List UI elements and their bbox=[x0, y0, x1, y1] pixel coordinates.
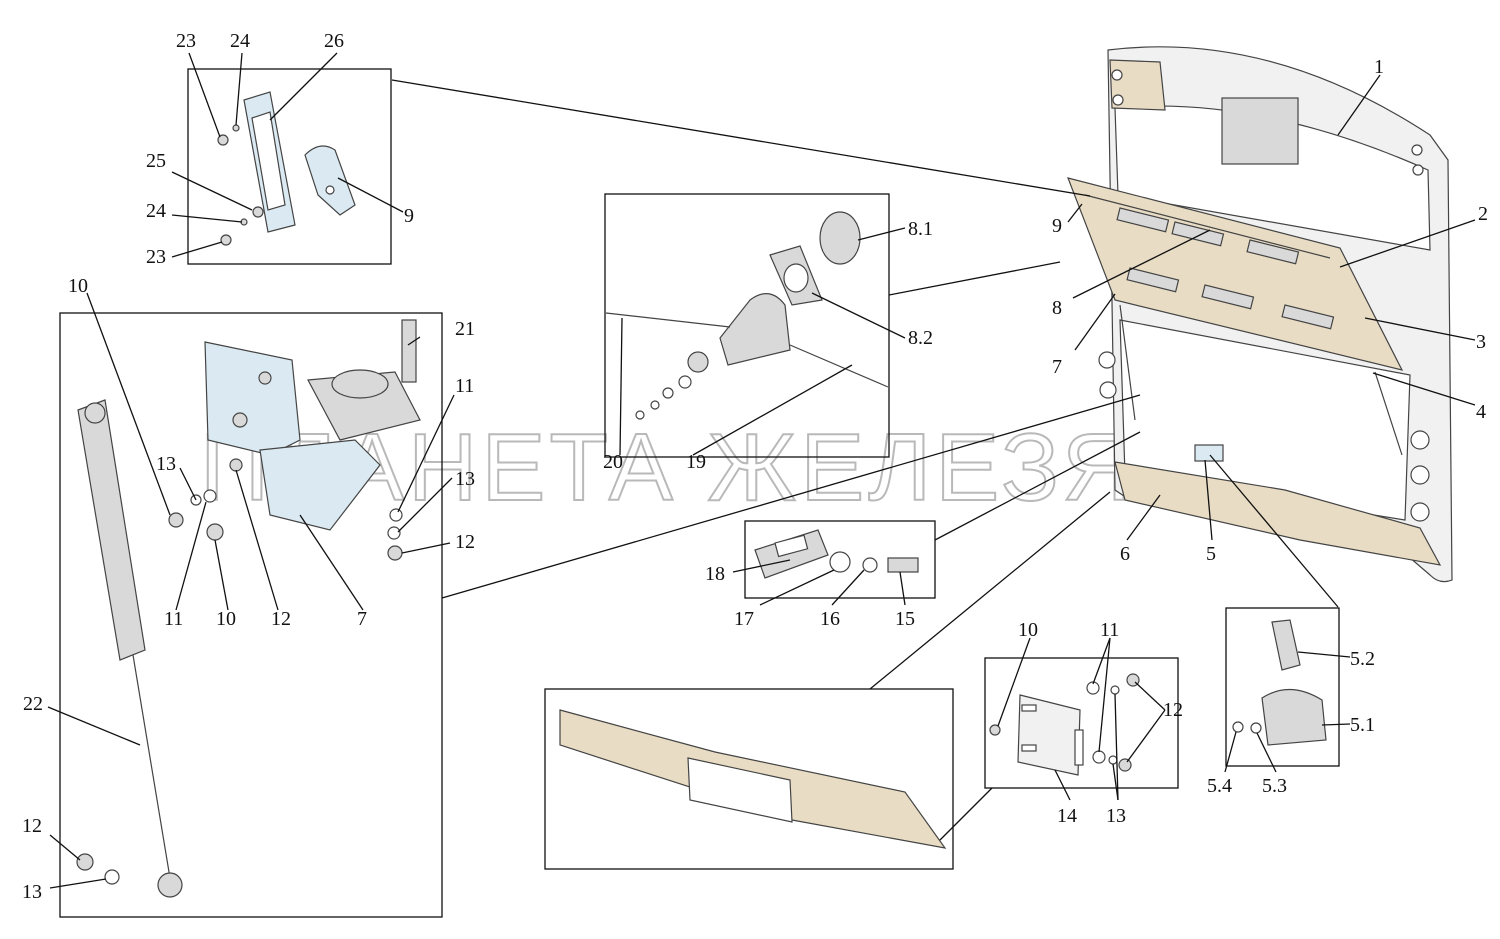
callout-labels: 1 2 3 4 5 6 7 8 9 8.1 8.2 20 19 23 24 26… bbox=[22, 30, 1488, 903]
label-15: 15 bbox=[895, 608, 915, 630]
label-19: 19 bbox=[686, 451, 706, 473]
label-13-strut: 13 bbox=[22, 881, 42, 903]
label-2: 2 bbox=[1478, 203, 1488, 225]
label-20: 20 bbox=[603, 451, 623, 473]
label-8: 8 bbox=[1052, 297, 1062, 319]
detail-box-hinge-strut bbox=[59, 312, 443, 918]
label-21: 21 bbox=[455, 318, 475, 340]
label-9-detail: 9 bbox=[404, 205, 414, 227]
label-7-detail: 7 bbox=[357, 608, 367, 630]
detail-box-trim-strip bbox=[544, 688, 954, 870]
label-26: 26 bbox=[324, 30, 344, 52]
label-12-right: 12 bbox=[455, 531, 475, 553]
detail-box-bracket-14 bbox=[984, 657, 1179, 789]
detail-box-latch bbox=[1225, 607, 1340, 767]
label-12-strut: 12 bbox=[22, 815, 42, 837]
label-11-bottom: 11 bbox=[164, 608, 183, 630]
label-25: 25 bbox=[146, 150, 166, 172]
label-10-bottom: 10 bbox=[216, 608, 236, 630]
label-13-right: 13 bbox=[455, 468, 475, 490]
label-22: 22 bbox=[23, 693, 43, 715]
label-1: 1 bbox=[1374, 56, 1384, 78]
label-18: 18 bbox=[705, 563, 725, 585]
label-5: 5 bbox=[1206, 543, 1216, 565]
label-14: 14 bbox=[1057, 805, 1077, 827]
label-6: 6 bbox=[1120, 543, 1130, 565]
label-16: 16 bbox=[820, 608, 840, 630]
label-23-top: 23 bbox=[176, 30, 196, 52]
label-8-1: 8.1 bbox=[908, 218, 933, 240]
label-10-bracket: 10 bbox=[1018, 619, 1038, 641]
label-7: 7 bbox=[1052, 356, 1062, 378]
detail-box-fastener-set bbox=[744, 520, 936, 599]
label-13-left: 13 bbox=[156, 453, 176, 475]
label-24-top: 24 bbox=[230, 30, 250, 52]
label-5-1: 5.1 bbox=[1350, 714, 1375, 736]
label-3: 3 bbox=[1476, 331, 1486, 353]
label-11-bracket: 11 bbox=[1100, 619, 1119, 641]
label-24-bottom: 24 bbox=[146, 200, 166, 222]
leader-lines bbox=[47, 52, 1476, 889]
label-17: 17 bbox=[734, 608, 754, 630]
label-10-left: 10 bbox=[68, 275, 88, 297]
label-8-2: 8.2 bbox=[908, 327, 933, 349]
label-12-bottom: 12 bbox=[271, 608, 291, 630]
label-11-right: 11 bbox=[455, 375, 474, 397]
detail-box-lock-cable bbox=[604, 193, 890, 458]
label-5-2: 5.2 bbox=[1350, 648, 1375, 670]
label-5-4: 5.4 bbox=[1207, 775, 1232, 797]
detail-box-bracket bbox=[187, 68, 392, 265]
label-23-bottom: 23 bbox=[146, 246, 166, 268]
label-4: 4 bbox=[1476, 401, 1486, 423]
main-panel-assembly bbox=[1067, 46, 1453, 583]
label-5-3: 5.3 bbox=[1262, 775, 1287, 797]
label-9: 9 bbox=[1052, 215, 1062, 237]
label-12-bracket: 12 bbox=[1163, 699, 1183, 721]
label-13-bracket: 13 bbox=[1106, 805, 1126, 827]
